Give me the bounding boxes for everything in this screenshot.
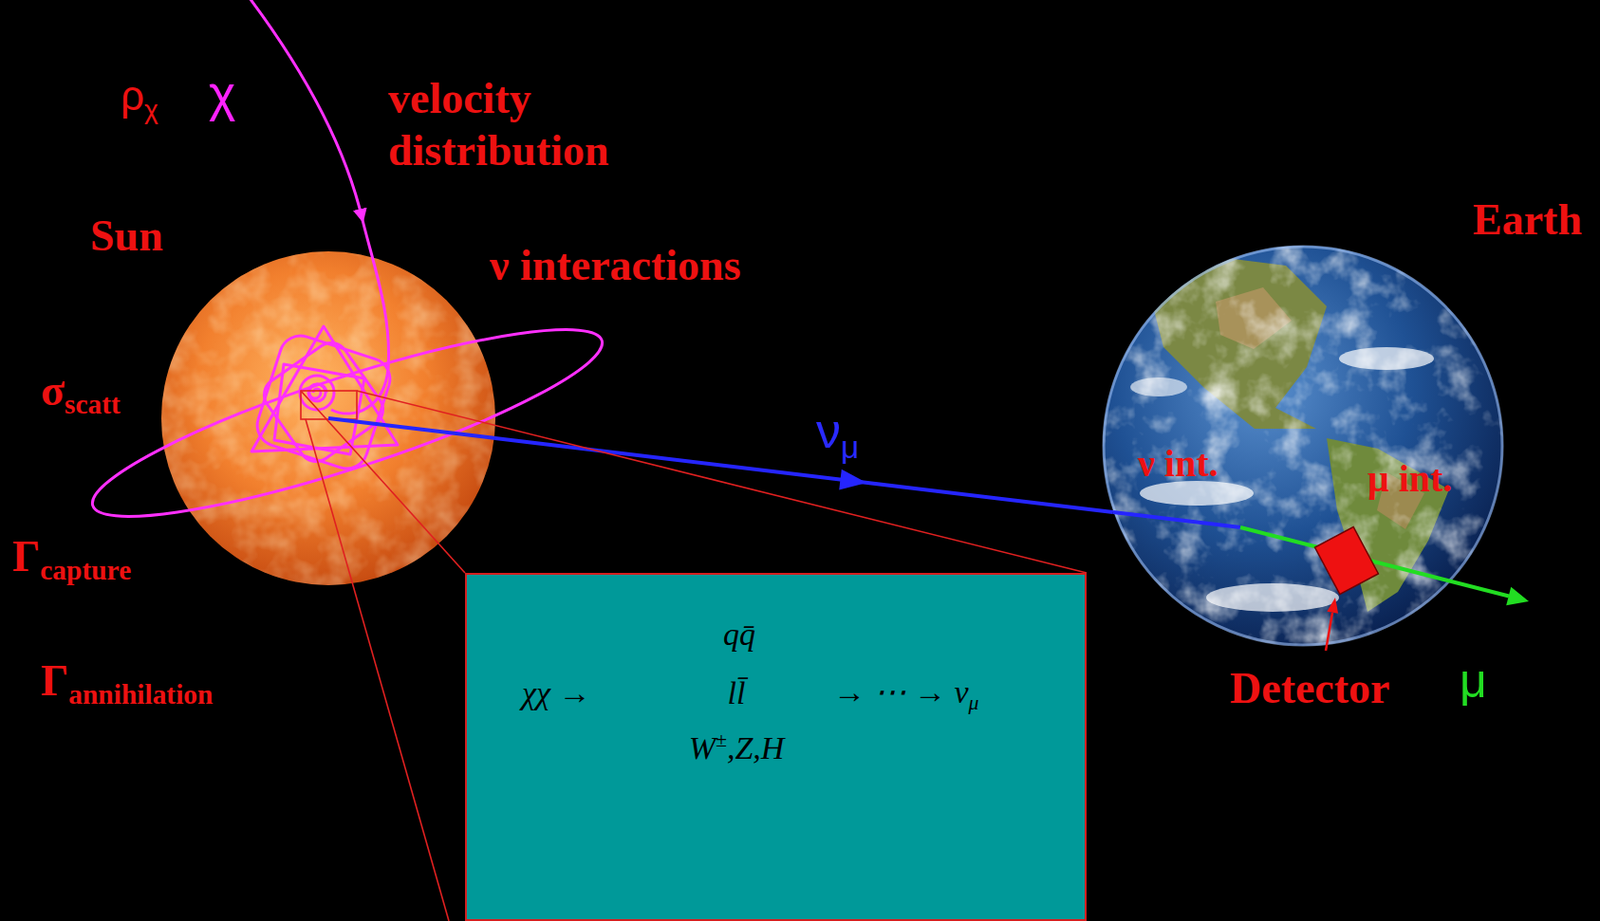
sun-illustration: [160, 250, 497, 587]
symbol-label: Γannihilation: [40, 654, 213, 713]
interaction-label: μ int.: [1367, 456, 1452, 503]
node-heading: Sun: [90, 209, 164, 262]
callout-label: Detector: [1229, 662, 1391, 715]
detector-symbol: [1315, 526, 1379, 595]
sun-node: Sun: [160, 250, 497, 587]
subscript: capture: [39, 555, 131, 586]
leader-arrowhead: [1326, 597, 1339, 614]
equation-term: ll̄: [727, 674, 746, 714]
subscript: μ: [840, 428, 859, 465]
earth-disk: [1102, 245, 1504, 647]
interaction-label: ν int.: [1137, 441, 1219, 487]
connector-arrowhead: [838, 469, 867, 491]
subscript: scatt: [64, 389, 121, 420]
zoom-box: qq̄ χχ → ll̄ → ⋯ → νμ W±,Z,H: [465, 573, 1087, 921]
muon-track: [1240, 527, 1509, 597]
earth-node: Earthν int.μ int.: [1101, 244, 1505, 648]
atmosphere-rim: [1103, 246, 1503, 646]
symbol-label: χ: [208, 65, 236, 122]
neutrino-connector: [495, 438, 1114, 513]
subscript: χ: [144, 94, 159, 125]
symbol-label: μ: [1459, 655, 1488, 708]
superscript: ±: [715, 728, 727, 752]
equation-term: → ⋯ → νμ: [833, 673, 980, 716]
continents: [1101, 244, 1505, 648]
subscript: μ: [968, 691, 980, 715]
equation-term: χχ →: [521, 674, 591, 714]
equation-term: qq̄: [723, 615, 756, 655]
edge-label: νμ: [816, 405, 859, 466]
sun-disk: [161, 251, 496, 586]
zoom-lines: [300, 390, 1087, 921]
subscript: annihilation: [68, 679, 213, 710]
symbol-label: Γcapture: [12, 530, 131, 589]
muon-arrowhead: [1506, 587, 1529, 606]
neutrino-path: [328, 418, 496, 439]
equation-term: W±,Z,H: [688, 727, 785, 769]
leader-line: [1325, 613, 1333, 652]
annotation: velocity distribution: [388, 72, 635, 177]
connector-line: [495, 438, 1114, 513]
symbol-label: σscatt: [40, 364, 121, 423]
sun-texture: [160, 250, 497, 587]
symbol-label: ρχ: [120, 72, 159, 126]
neutrino-path: [1113, 512, 1241, 528]
node-heading: Earth: [1472, 193, 1582, 246]
annotation: ν interactions: [489, 239, 742, 292]
